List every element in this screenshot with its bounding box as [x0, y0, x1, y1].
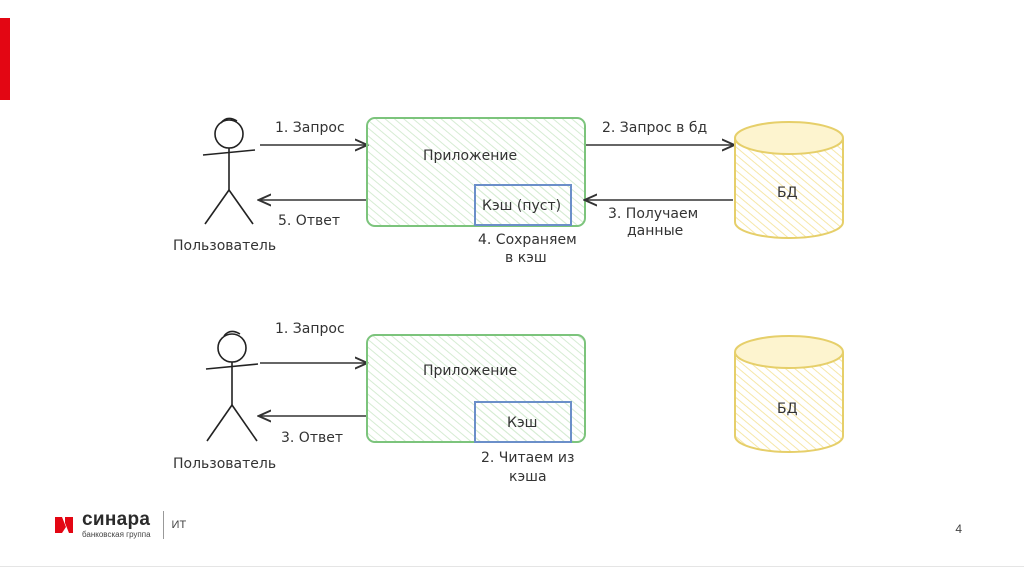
brand-mark-icon — [55, 516, 73, 533]
save-cache-label-line2: в кэш — [505, 250, 547, 266]
arrow-db-response-label-line1: 3. Получаем — [608, 206, 698, 222]
read-cache-label-line2: кэша — [509, 469, 547, 485]
cache-label: Кэш (пуст) — [482, 198, 561, 214]
footer-divider — [0, 566, 1024, 567]
db-label: БД — [777, 185, 798, 201]
app-label: Приложение — [423, 363, 517, 379]
bottom-scenario: Пользователь 1. Запрос 3. Ответ Приложен… — [173, 321, 844, 485]
page-number: 4 — [955, 522, 962, 536]
user-figure-icon — [202, 117, 256, 225]
db-label: БД — [777, 401, 798, 417]
cache-box — [474, 401, 572, 443]
user-figure-icon — [205, 330, 259, 442]
arrow-db-response-label-line2: данные — [627, 223, 683, 239]
brand-subtitle: банковская группа — [82, 530, 151, 539]
department-label: ИТ — [171, 518, 187, 531]
brand-logo: синара банковская группа ИТ — [52, 510, 186, 539]
logo-divider — [162, 510, 164, 539]
read-cache-label-line1: 2. Читаем из — [481, 450, 574, 466]
cache-box — [474, 184, 572, 226]
brand-name: синара — [82, 509, 151, 530]
user-label: Пользователь — [173, 456, 276, 472]
arrow-response-label: 3. Ответ — [281, 430, 343, 446]
arrow-response-label: 5. Ответ — [278, 213, 340, 229]
database-icon — [734, 121, 844, 239]
arrow-request-label: 1. Запрос — [275, 321, 345, 337]
save-cache-label-line1: 4. Сохраняем — [478, 232, 577, 248]
cache-label: Кэш — [507, 415, 537, 431]
arrow-request-label: 1. Запрос — [275, 120, 345, 136]
user-label: Пользователь — [173, 238, 276, 254]
arrow-db-request-label: 2. Запрос в бд — [602, 120, 707, 136]
database-icon — [734, 335, 844, 453]
top-scenario: Пользователь 1. Запрос 5. Ответ Приложен… — [173, 117, 844, 266]
app-label: Приложение — [423, 148, 517, 164]
accent-bar — [0, 18, 10, 100]
